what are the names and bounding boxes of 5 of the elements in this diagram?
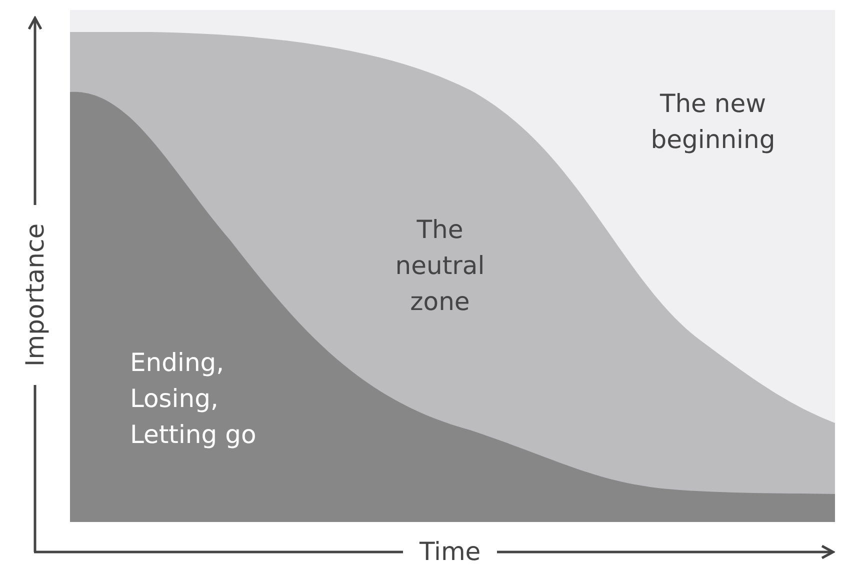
axis-label: Importance: [19, 223, 50, 367]
region-label: The neutral zone: [395, 214, 485, 318]
region-label: Ending, Losing, Letting go: [130, 347, 258, 451]
region-label: The new beginning: [650, 88, 776, 156]
axis-label: Time: [420, 536, 481, 568]
